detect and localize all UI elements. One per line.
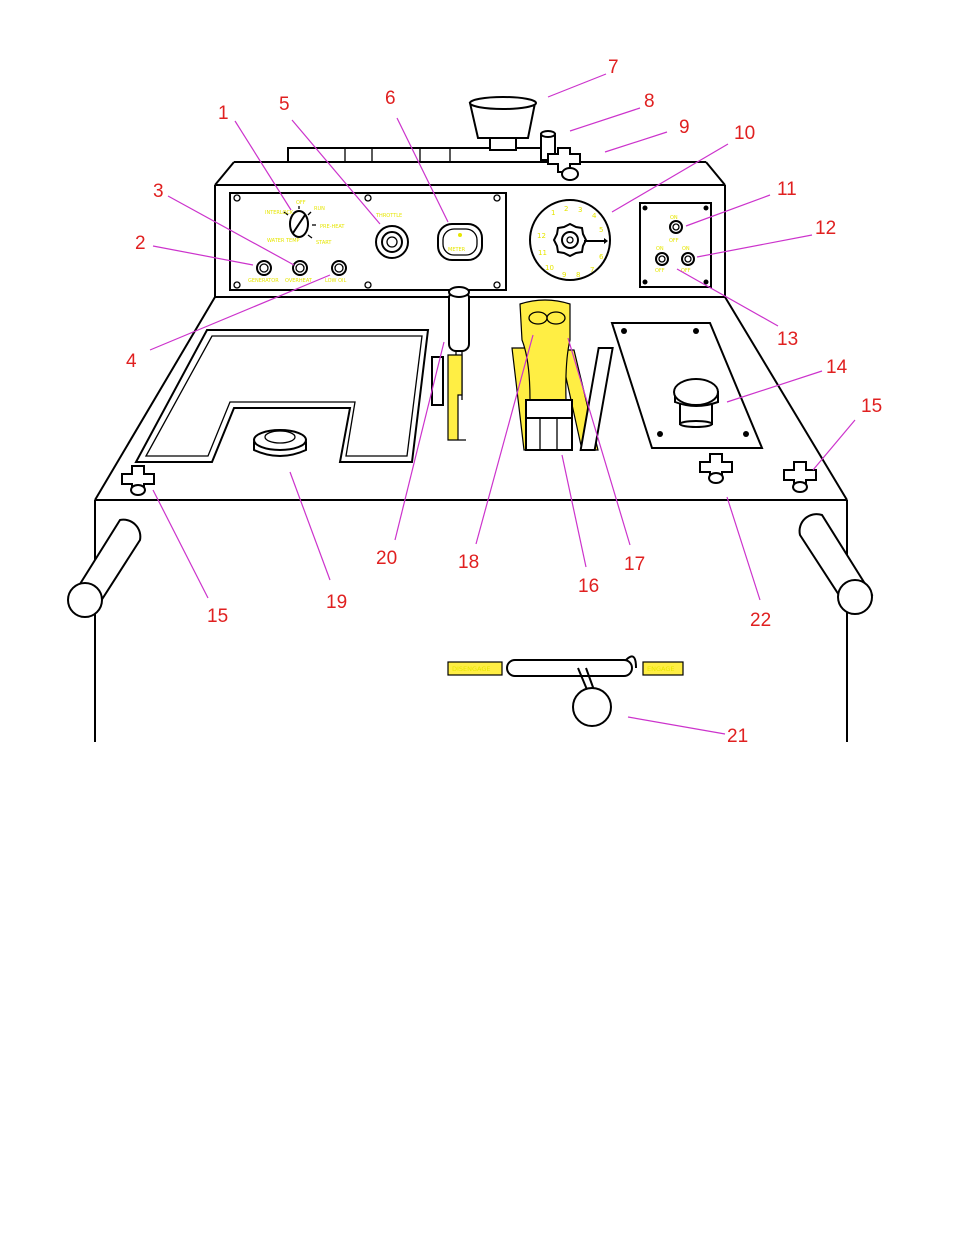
hour-meter bbox=[437, 223, 483, 261]
engage-lever[interactable] bbox=[506, 655, 637, 727]
control-lever[interactable] bbox=[431, 286, 470, 441]
dial-number: 7 bbox=[590, 266, 594, 274]
disengage-label-plate bbox=[447, 661, 503, 676]
callout-number: 13 bbox=[777, 329, 798, 350]
callout-number: 2 bbox=[135, 233, 146, 254]
dial-number: 5 bbox=[599, 226, 603, 234]
cross-latch-left[interactable] bbox=[121, 465, 155, 496]
dial-number: 9 bbox=[562, 271, 566, 279]
indicator-label-overheat: OVERHEAT bbox=[285, 278, 313, 284]
dial-number: 4 bbox=[592, 212, 597, 220]
cross-latch-center[interactable] bbox=[699, 453, 733, 484]
callout-number: 20 bbox=[376, 548, 397, 569]
callout-leaders bbox=[149, 73, 856, 735]
callout-number: 11 bbox=[777, 179, 797, 200]
rotary-dial[interactable] bbox=[529, 199, 611, 281]
switch-left-off-label: OFF bbox=[655, 268, 665, 274]
handle-left[interactable] bbox=[67, 518, 142, 618]
selector-label-start: START bbox=[316, 240, 332, 246]
handle-right[interactable] bbox=[798, 513, 874, 615]
cross-latch-right[interactable] bbox=[783, 461, 817, 493]
emergency-stop-button[interactable] bbox=[673, 378, 719, 428]
callout-number: 16 bbox=[578, 576, 599, 597]
switch-left-on-label: ON bbox=[656, 246, 664, 252]
callout-number: 5 bbox=[279, 94, 290, 115]
engage-label: ENGAGE bbox=[647, 665, 674, 673]
callout-number: 1 bbox=[218, 103, 229, 124]
callout-number: 15 bbox=[207, 606, 228, 627]
callout-number: 6 bbox=[385, 88, 396, 109]
dial-number: 6 bbox=[599, 253, 604, 261]
callout-number: 4 bbox=[126, 351, 137, 372]
callout-number: 17 bbox=[624, 554, 645, 575]
switch-right-on-label: ON bbox=[682, 246, 690, 252]
callout-number: 12 bbox=[815, 218, 836, 239]
callout-numbers: 1 2 3 4 5 6 7 8 9 10 11 12 13 14 15 15 1… bbox=[126, 57, 882, 747]
indicator-label-low-oil: LOW OIL bbox=[325, 278, 346, 284]
dial-number: 10 bbox=[545, 264, 554, 272]
switch-right-off-label: OFF bbox=[681, 268, 691, 274]
selector-label-run: RUN bbox=[314, 206, 325, 212]
selector-label-preheat: PRE-HEAT bbox=[320, 224, 345, 230]
indicator-light-overheat bbox=[292, 260, 308, 276]
callout-number: 10 bbox=[734, 123, 755, 144]
dial-number: 12 bbox=[537, 232, 546, 240]
selector-label-water-temp: WATER TEMP bbox=[267, 238, 300, 244]
toggle-switch-top[interactable] bbox=[669, 220, 683, 234]
engage-label-plate bbox=[642, 661, 684, 676]
callout-number: 15 bbox=[861, 396, 882, 417]
dial-number: 8 bbox=[576, 271, 580, 279]
dial-number: 2 bbox=[564, 205, 568, 213]
callout-number: 19 bbox=[326, 592, 347, 613]
throttle-control[interactable] bbox=[375, 225, 409, 259]
dial-number: 3 bbox=[578, 206, 582, 214]
callout-number: 21 bbox=[727, 726, 748, 747]
throttle-label: THROTTLE bbox=[375, 213, 402, 219]
dial-tick-labels: 1 2 3 4 5 6 7 8 9 10 11 12 bbox=[537, 205, 604, 279]
machine-body bbox=[94, 147, 848, 742]
selector-switch[interactable] bbox=[283, 206, 316, 239]
dial-number: 11 bbox=[538, 249, 547, 257]
switch-plate bbox=[639, 202, 712, 288]
hour-meter-label: METER bbox=[448, 247, 466, 253]
indicator-light-low-oil bbox=[331, 260, 347, 276]
switch-top-on-label: ON bbox=[670, 215, 678, 221]
callout-number: 14 bbox=[826, 357, 848, 378]
switch-top-off-label: OFF bbox=[669, 238, 679, 244]
selector-label-interlock: INTERLOCK bbox=[265, 210, 294, 216]
callout-number: 3 bbox=[153, 181, 164, 202]
cross-latch-top[interactable] bbox=[547, 147, 581, 181]
callout-number: 9 bbox=[679, 117, 690, 138]
tray-outline bbox=[134, 329, 430, 463]
toggle-switch-right[interactable] bbox=[681, 252, 695, 266]
callout-number: 8 bbox=[644, 91, 655, 112]
callout-number: 22 bbox=[750, 610, 771, 631]
dial-number: 1 bbox=[551, 209, 555, 217]
indicator-light-generator bbox=[256, 260, 272, 276]
fill-cap[interactable] bbox=[253, 429, 307, 457]
indicator-label-generator: GENERATOR bbox=[248, 278, 279, 284]
top-knob[interactable] bbox=[468, 96, 537, 151]
main-gear-lever[interactable] bbox=[511, 299, 614, 451]
toggle-switch-left[interactable] bbox=[655, 252, 669, 266]
callout-number: 7 bbox=[608, 57, 619, 78]
selector-label-off: OFF bbox=[296, 200, 306, 206]
disengage-label: DISENGAGE bbox=[452, 665, 491, 673]
callout-number: 18 bbox=[458, 552, 479, 573]
